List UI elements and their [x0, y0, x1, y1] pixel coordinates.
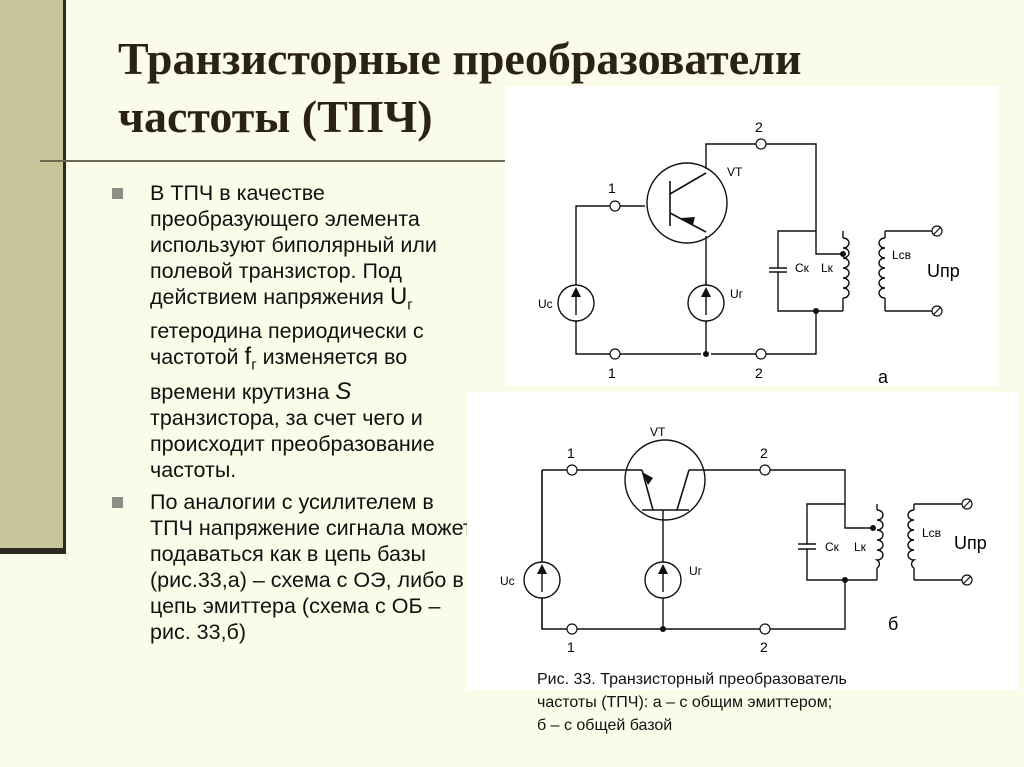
uc-label-b: Uc — [500, 574, 515, 588]
common-base-schematic: VT 1 2 1 2 Uc Uг Cк Lк Lсв Uпр б — [500, 425, 987, 655]
schematic-panel-b: VT 1 2 1 2 Uc Uг Cк Lк Lсв Uпр б — [467, 392, 1019, 690]
bullet-item-2: По аналогии с усилителем в ТПЧ напряжени… — [110, 489, 480, 645]
bullet-1-text-b: гетеродина периодически с частотой — [150, 319, 424, 370]
lsv-label-a: Lсв — [892, 248, 911, 262]
square-bullet-icon — [112, 188, 123, 199]
figure-a-label: а — [878, 367, 889, 386]
coupling-coil-b — [907, 509, 917, 569]
side-accent-foot — [0, 548, 66, 554]
title-divider — [40, 160, 510, 162]
vt-label-b: VT — [650, 425, 666, 439]
terminal-1-top-a — [609, 200, 621, 212]
slide-title: Транзисторные преобразователи частоты (Т… — [118, 33, 802, 142]
emitter-arrow-b — [642, 472, 653, 485]
node-1-bottom-label-b: 1 — [567, 639, 575, 655]
caption-line-1: Рис. 33. Транзисторный преобразователь — [537, 671, 847, 688]
caption-line-3: б – с общей базой — [537, 717, 673, 734]
lsv-label-b: Lсв — [922, 526, 941, 540]
node-2-top-label-b: 2 — [760, 445, 768, 461]
voltage-subscript: г — [407, 296, 413, 314]
terminal-2-bottom-a — [755, 348, 767, 360]
frequency-symbol: f — [244, 343, 252, 371]
lk-label-a: Lк — [821, 261, 834, 275]
terminal-2-top-b — [759, 464, 771, 476]
side-accent-line — [63, 0, 66, 548]
ug-label-b: Uг — [689, 564, 703, 578]
ck-label-a: Cк — [795, 261, 810, 275]
uc-label-a: Uc — [538, 297, 553, 311]
bullet-1-text-a: В ТПЧ в качестве преобразующего элемента… — [150, 181, 437, 309]
terminal-2-bottom-b — [759, 623, 771, 635]
caption-line-2: частоты (ТПЧ): а – с общим эмиттером; — [537, 694, 833, 711]
bullet-1-text-c: изменяется во времени крутизна — [150, 345, 408, 404]
bullet-item-1: В ТПЧ в качестве преобразующего элемента… — [110, 180, 480, 483]
schematic-panel-a: VT 1 2 1 2 Uc Uг Cк Lк Lсв Uпр а — [505, 86, 999, 387]
transistor-a-circle — [646, 162, 728, 244]
slope-symbol: S — [335, 377, 352, 405]
frequency-subscript: г — [251, 356, 257, 374]
ug-label-a: Uг — [730, 287, 744, 301]
terminal-1-bottom-a — [609, 348, 621, 360]
figure-caption: Рис. 33. Транзисторный преобразователь ч… — [537, 668, 1007, 737]
tank-capacitor-b — [798, 543, 816, 550]
terminal-1-bottom-b — [566, 623, 578, 635]
bullet-list: В ТПЧ в качестве преобразующего элемента… — [110, 180, 480, 645]
transistor-b-circle — [624, 439, 706, 521]
upr-label-b: Uпр — [954, 533, 987, 553]
side-accent-bar — [0, 0, 63, 548]
tank-capacitor-a — [769, 267, 787, 273]
emitter-arrow-a — [681, 217, 695, 225]
node-1-top-label-b: 1 — [567, 445, 575, 461]
common-emitter-schematic: VT 1 2 1 2 Uc Uг Cк Lк Lсв Uпр а — [538, 119, 960, 387]
upr-label-a: Uпр — [927, 261, 960, 281]
node-1-bottom-label-a: 1 — [608, 365, 616, 381]
lk-label-b: Lк — [854, 540, 867, 554]
bullet-2-text: По аналогии с усилителем в ТПЧ напряжени… — [150, 489, 473, 644]
terminal-1-top-b — [566, 464, 578, 476]
vt-label-a: VT — [727, 165, 743, 179]
node-2-bottom-label-b: 2 — [760, 639, 768, 655]
terminal-2-top-a — [755, 138, 767, 150]
node-2-top-label-a: 2 — [755, 119, 763, 135]
tank-coil-a — [842, 237, 850, 299]
figure-b-label: б — [888, 614, 898, 634]
node-1-top-label-a: 1 — [608, 180, 616, 196]
ck-label-b: Cк — [825, 540, 840, 554]
node-2-bottom-label-a: 2 — [755, 365, 763, 381]
square-bullet-icon — [112, 496, 123, 508]
tank-coil-b — [874, 509, 884, 569]
bullet-1-text-d: транзистора, за счет чего и происходит п… — [150, 405, 435, 482]
coupling-coil-a — [878, 237, 886, 299]
voltage-symbol: U — [389, 283, 408, 310]
